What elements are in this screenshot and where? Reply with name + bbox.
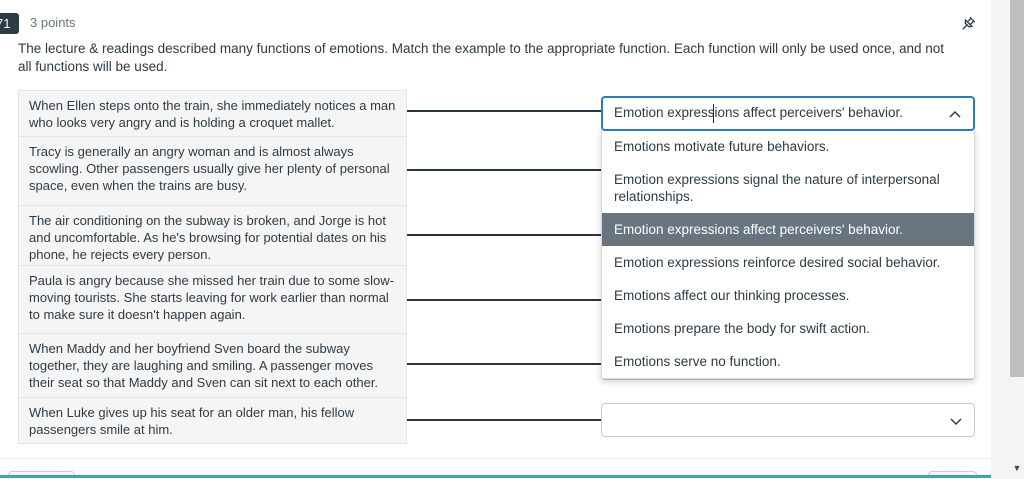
dropdown-option-6[interactable]: Emotions prepare the body for swift acti…: [614, 321, 870, 336]
text-caret: [713, 104, 714, 123]
dropdown-option-7[interactable]: Emotions serve no function.: [614, 354, 781, 369]
example-statement-3: The air conditioning on the subway is br…: [18, 205, 407, 266]
question-number-badge: 71: [0, 13, 20, 34]
example-statement-2: Tracy is generally an angry woman and is…: [18, 136, 407, 206]
dropdown-option-highlighted[interactable]: Emotion expressions affect perceivers' b…: [602, 213, 974, 246]
match-connector-line-1: [407, 110, 601, 112]
question-bottom-divider: [0, 458, 991, 459]
pin-question-icon[interactable]: [956, 14, 978, 36]
scrollbar-thumb[interactable]: [1010, 0, 1024, 377]
dropdown-option-5[interactable]: Emotions affect our thinking processes.: [614, 288, 850, 303]
match-connector-line-6: [407, 419, 601, 421]
example-statement-4: Paula is angry because she missed her tr…: [18, 265, 407, 334]
question-points-label: 3 points: [30, 15, 76, 30]
match-connector-line-4: [407, 299, 601, 301]
question-prompt: The lecture & readings described many fu…: [18, 41, 945, 74]
teal-divider-bar: [0, 475, 1024, 478]
answer-select-1[interactable]: Emotion expressions affect perceivers' b…: [601, 96, 975, 131]
chevron-up-icon: [949, 110, 961, 118]
scrollbar-gutter: [991, 0, 1010, 479]
scrollbar-down-arrow[interactable]: ▼: [1012, 463, 1022, 473]
chevron-down-icon: [950, 418, 962, 426]
dropdown-option-4[interactable]: Emotion expressions reinforce desired so…: [614, 255, 941, 270]
dropdown-option-1[interactable]: Emotions motivate future behaviors.: [614, 139, 830, 154]
match-connector-line-5: [407, 363, 601, 365]
dropdown-option-2[interactable]: Emotion expressions signal the nature of…: [614, 172, 940, 204]
match-connector-line-3: [407, 234, 601, 236]
selected-answer-text: Emotion expressions affect perceivers' b…: [614, 105, 903, 120]
dropdown-menu: Emotions motivate future behaviors. Emot…: [601, 130, 975, 379]
example-statement-1: When Ellen steps onto the train, she imm…: [18, 90, 407, 137]
match-connector-line-2: [407, 169, 601, 171]
example-statement-5: When Maddy and her boyfriend Sven board …: [18, 333, 407, 398]
answer-select-6[interactable]: [601, 403, 975, 437]
example-statement-6: When Luke gives up his seat for an older…: [18, 397, 407, 444]
